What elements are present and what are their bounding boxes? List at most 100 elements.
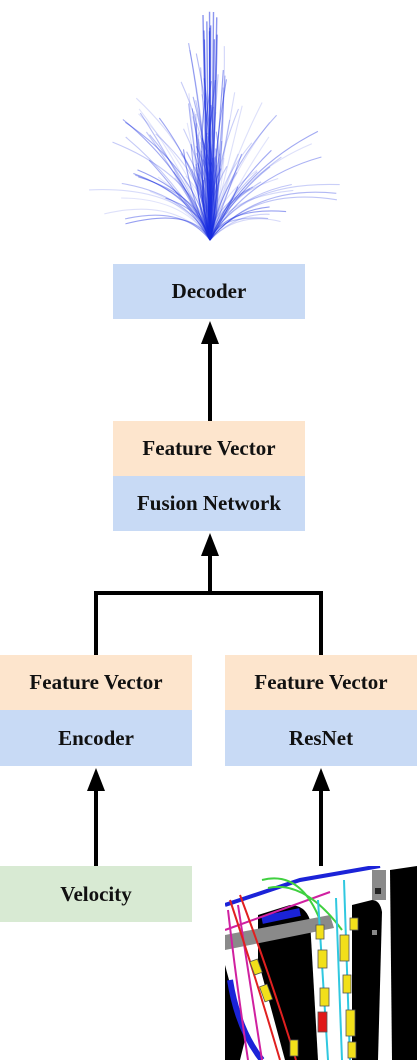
arrowhead-encoder	[87, 768, 105, 791]
trajectory-line	[165, 197, 211, 241]
trajectory-line	[202, 177, 211, 241]
trajectory-line	[209, 131, 220, 241]
trajectory-line	[209, 188, 251, 241]
trajectory-line	[89, 189, 211, 241]
trajectory-line	[209, 149, 272, 241]
trajectory-line	[209, 46, 225, 241]
trajectory-line	[209, 171, 258, 241]
trajectory-line	[202, 179, 211, 241]
trajectory-line	[191, 108, 211, 241]
trajectory-line	[173, 171, 211, 241]
trajectory-line	[124, 214, 211, 241]
trajectory-line	[209, 217, 269, 241]
trajectory-core-line	[209, 25, 212, 241]
trajectory-line	[209, 148, 218, 241]
trajectory-line	[149, 190, 211, 241]
trajectory-line	[209, 166, 271, 241]
trajectory-line	[209, 143, 313, 241]
trajectory-line	[209, 189, 294, 241]
trajectory-line	[133, 172, 211, 241]
trajectory-line	[209, 157, 218, 241]
trajectory-line	[209, 136, 270, 241]
trajectory-line	[182, 149, 211, 241]
trajectory-line	[138, 176, 211, 241]
trajectory-line	[148, 159, 211, 241]
trajectory-line	[209, 157, 225, 241]
trajectory-line	[124, 121, 211, 241]
arrowhead-decoder	[201, 321, 219, 344]
resnet-feature-vector: Feature Vector	[225, 655, 417, 710]
resnet-label: ResNet	[288, 725, 354, 750]
trajectory-line	[209, 210, 287, 241]
trajectory-core-line	[209, 17, 218, 241]
trajectory-line	[125, 217, 211, 241]
trajectory-line	[209, 156, 322, 241]
trajectory-line	[157, 176, 211, 241]
trajectory-line	[193, 111, 211, 241]
trajectory-line	[197, 161, 211, 241]
trajectory-line	[125, 136, 211, 241]
trajectory-line	[209, 186, 239, 241]
trajectory-line	[137, 169, 211, 241]
trajectory-line	[201, 93, 211, 241]
velocity-label: Velocity	[60, 881, 132, 906]
trajectory-line	[158, 117, 211, 241]
trajectory-line	[200, 100, 211, 241]
trajectory-line	[197, 173, 211, 241]
encoder-feature-vector-label: Feature Vector	[29, 670, 163, 694]
trajectory-line	[201, 132, 211, 241]
resnet-box: ResNet	[225, 710, 417, 766]
trajectory-fan-icon	[89, 11, 340, 241]
trajectory-line	[209, 156, 282, 241]
arrowhead-resnet	[312, 768, 330, 791]
trajectory-line	[209, 213, 270, 241]
trajectory-line	[195, 166, 211, 241]
trajectory-line	[135, 174, 211, 241]
trajectory-line	[209, 70, 224, 241]
trajectory-line	[203, 81, 212, 241]
trajectory-line	[191, 168, 211, 241]
trajectory-line	[209, 130, 319, 241]
trajectory-line	[188, 103, 211, 241]
trajectory-line	[209, 87, 224, 241]
trajectory-line	[195, 164, 211, 241]
trajectory-line	[209, 181, 262, 241]
trajectory-line	[209, 183, 292, 241]
fusion-feature-vector: Feature Vector	[113, 421, 305, 476]
trajectory-line	[104, 208, 211, 241]
trajectory-line	[138, 113, 211, 241]
trajectory-line	[209, 105, 243, 241]
velocity-input-box: Velocity	[0, 866, 192, 922]
trajectory-line	[138, 108, 211, 241]
trajectory-line	[209, 183, 340, 241]
trajectory-line	[197, 134, 211, 241]
trajectory-line	[209, 218, 281, 241]
trajectory-line	[209, 172, 238, 241]
trajectory-line	[209, 206, 270, 241]
trajectory-line	[121, 197, 211, 241]
trajectory-line	[209, 102, 263, 241]
fusion-network-box: Fusion Network	[113, 476, 305, 531]
trajectory-line	[139, 112, 211, 241]
encoder-label: Encoder	[58, 725, 134, 750]
trajectory-line	[209, 92, 236, 241]
encoder-box: Encoder	[0, 710, 192, 766]
decoder-box: Decoder	[113, 264, 305, 319]
trajectory-line	[195, 123, 211, 241]
trajectory-line	[149, 134, 211, 241]
trajectory-line	[145, 131, 211, 241]
trajectory-line	[121, 182, 211, 241]
trajectory-line	[209, 153, 243, 241]
trajectory-line	[190, 144, 211, 241]
trajectory-line	[209, 191, 337, 241]
trajectory-line	[209, 177, 279, 241]
trajectory-line	[209, 114, 278, 241]
trajectory-line	[209, 196, 337, 241]
trajectory-line	[174, 177, 211, 241]
trajectory-line	[209, 121, 271, 241]
trajectory-line	[209, 140, 223, 241]
trajectory-line	[122, 119, 211, 241]
encoder-feature-vector: Feature Vector	[0, 655, 192, 710]
arrowhead-fusion	[201, 533, 219, 556]
trajectory-line	[209, 119, 231, 241]
